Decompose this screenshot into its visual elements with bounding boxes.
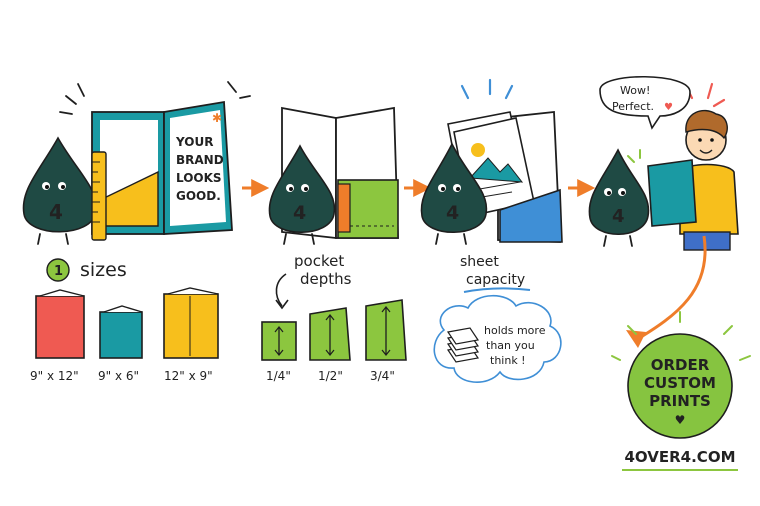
panel-2-pocket-measure: 4 <box>268 106 399 245</box>
size-swatch-9x6 <box>99 311 143 359</box>
underline-stroke <box>463 287 531 293</box>
size-label: 12" x 9" <box>164 369 213 383</box>
spark-lines <box>684 82 726 108</box>
size-swatch-9x12 <box>35 295 85 359</box>
cta-line-3: PRINTS <box>649 392 711 410</box>
cloud-line-3: think ! <box>490 354 526 367</box>
step-number-badge <box>46 258 70 282</box>
spark-lines <box>627 149 641 163</box>
spark-lines <box>59 81 251 115</box>
tape-measure-icon <box>91 151 107 241</box>
mascot-3: 4 <box>420 142 488 245</box>
cloud-line-2: than you <box>486 339 535 352</box>
sheet-stack-icon <box>446 327 480 363</box>
folder-brand-line-4: GOOD. <box>176 189 221 203</box>
size-label: 9" x 12" <box>30 369 79 383</box>
speech-bubble <box>599 75 691 130</box>
order-custom-prints-button[interactable] <box>627 333 733 439</box>
panel-3-sheet-capacity: 4 <box>420 78 563 245</box>
sizes-title: sizes <box>80 259 127 281</box>
curved-arrow-icon <box>275 273 287 307</box>
finished-folder <box>647 159 697 227</box>
mascot-badge: 4 <box>49 200 63 224</box>
folder-right-inner <box>170 110 226 226</box>
cta-line-1: ORDER <box>651 356 710 374</box>
sheet-capacity-section: sheet capacity holds more than you think… <box>433 254 562 383</box>
speech-line-1: Wow! <box>620 84 650 97</box>
cloud-line-1: holds more <box>484 324 546 337</box>
folder-brand-line-1: YOUR <box>175 135 213 149</box>
mascot-badge: 4 <box>612 206 625 227</box>
size-swatch-12x9 <box>163 293 219 359</box>
heart-icon: ♥ <box>675 413 686 427</box>
speech-line-2: Perfect. <box>612 100 654 113</box>
spark-lines <box>611 311 751 361</box>
folder-brand-line-2: BRAND <box>176 153 224 167</box>
ruler-icon <box>337 183 351 233</box>
pocket-title-line-1: pocket <box>294 252 344 270</box>
pocket-depths-section: pocket depths 1/4" 1/2" 3/4" <box>261 252 407 383</box>
order-cta-section: ORDER CUSTOM PRINTS ♥ 4OVER4.COM <box>611 235 751 471</box>
mountain-image-icon <box>468 157 524 183</box>
tape-ticks <box>92 161 100 223</box>
depth-label: 1/4" <box>266 369 291 383</box>
heart-icon: ♥ <box>664 102 673 113</box>
panel-1-folder-measure: YOUR BRAND LOOKS GOOD. ✱ 4 <box>22 81 251 245</box>
capacity-title-line-1: sheet <box>460 254 499 270</box>
website-link[interactable]: 4OVER4.COM <box>624 448 735 466</box>
star-icon: ✱ <box>212 111 222 125</box>
mascot-2: 4 <box>268 144 336 245</box>
size-label: 9" x 6" <box>98 369 139 383</box>
mascot-4: 4 <box>588 148 650 247</box>
sizes-section: 1 sizes 9" x 12" 9" x 6" 12" x 9" <box>30 258 219 383</box>
spark-lines <box>460 78 514 100</box>
capacity-title-line-2: capacity <box>466 272 525 288</box>
curved-arrow-icon <box>635 235 707 342</box>
mascot-badge: 4 <box>446 202 459 224</box>
depth-label: 1/2" <box>318 369 343 383</box>
cta-line-2: CUSTOM <box>644 374 716 392</box>
sun-icon <box>471 143 485 157</box>
folder-brand-line-3: LOOKS <box>176 171 222 185</box>
mascot-1: 4 <box>22 136 98 245</box>
step-number: 1 <box>54 264 63 279</box>
mascot-badge: 4 <box>293 202 306 224</box>
panel-4-customer: Wow! Perfect. ♥ 4 <box>588 75 739 251</box>
folder-pocket-blue <box>499 188 563 243</box>
depth-label: 3/4" <box>370 369 395 383</box>
pocket-title-line-2: depths <box>300 270 352 288</box>
